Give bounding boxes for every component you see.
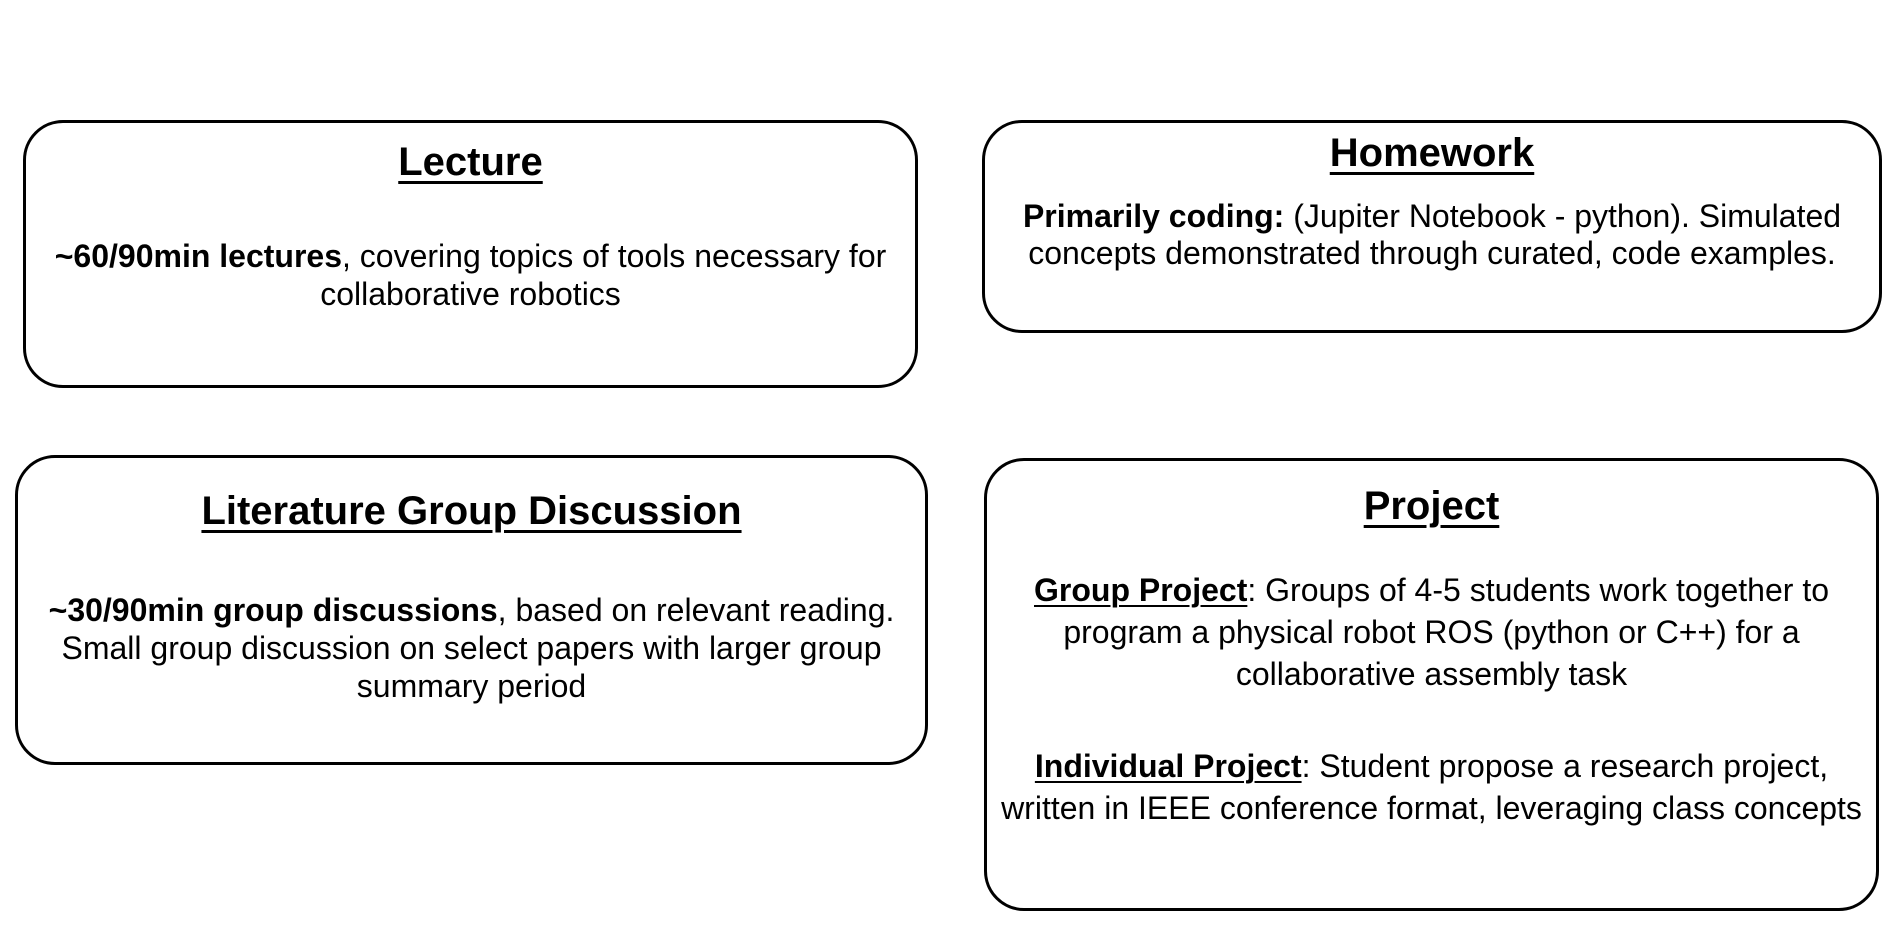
group-project-description: Group Project: Groups of 4-5 students wo… <box>987 569 1876 695</box>
lecture-description-text: , covering topics of tools necessary for… <box>320 238 887 312</box>
homework-description-text: (Jupiter Notebook - python). Simulated c… <box>1028 198 1842 271</box>
lecture-description: ~60/90min lectures, covering topics of t… <box>26 237 915 313</box>
literature-title: Literature Group Discussion <box>201 489 742 533</box>
lecture-description-bold: ~60/90min lectures <box>54 238 343 274</box>
individual-project-text: : Student propose a research project, wr… <box>1001 748 1862 826</box>
individual-project-description: Individual Project: Student propose a re… <box>987 745 1876 829</box>
project-title: Project <box>1363 484 1500 528</box>
homework-card: Homework Primarily coding: (Jupiter Note… <box>982 120 1882 333</box>
homework-title: Homework <box>1329 131 1535 175</box>
group-project-text: : Groups of 4-5 students work together t… <box>1063 572 1829 692</box>
homework-description-bold: Primarily coding: <box>1022 198 1285 234</box>
literature-description-bold: ~30/90min group discussions <box>48 592 498 628</box>
individual-project-label: Individual Project <box>1034 748 1302 784</box>
project-card: Project Group Project: Groups of 4-5 stu… <box>984 458 1879 911</box>
lecture-title: Lecture <box>398 140 543 184</box>
literature-discussion-card: Literature Group Discussion ~30/90min gr… <box>15 455 928 765</box>
literature-description: ~30/90min group discussions, based on re… <box>18 591 925 705</box>
group-project-label: Group Project <box>1034 572 1248 608</box>
homework-description: Primarily coding: (Jupiter Notebook - py… <box>985 198 1879 272</box>
literature-description-text: , based on relevant reading. Small group… <box>61 592 895 704</box>
lecture-card: Lecture ~60/90min lectures, covering top… <box>23 120 918 388</box>
